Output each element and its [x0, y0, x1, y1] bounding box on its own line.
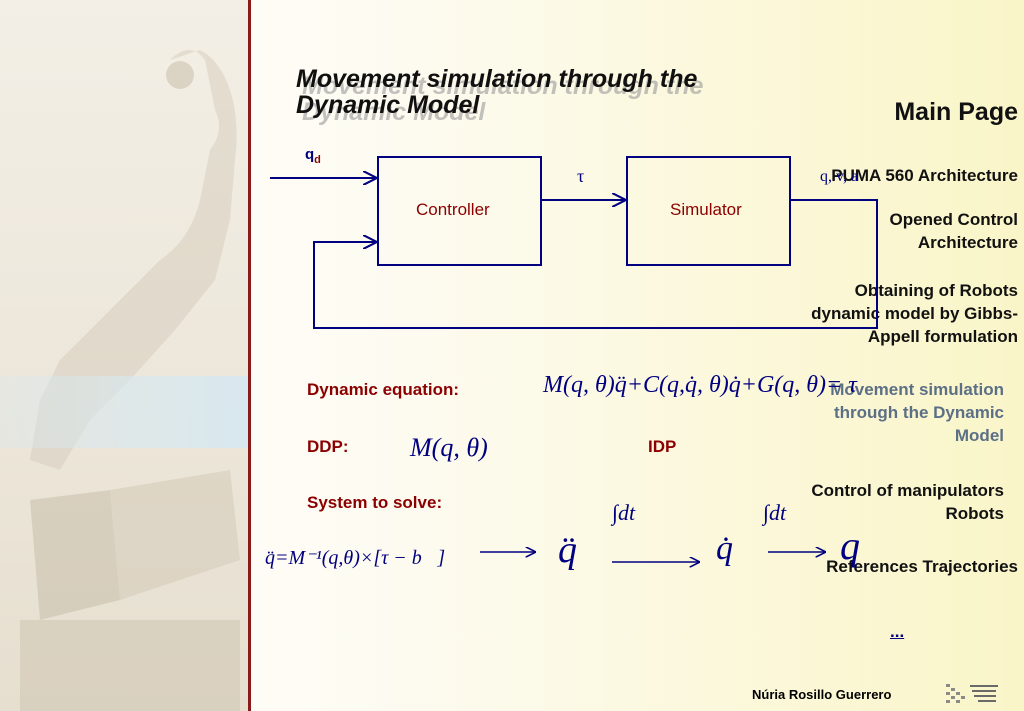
nav-item-label: dynamic model by Gibbs-: [811, 304, 1018, 323]
nav-item-label: Architecture: [917, 233, 1018, 252]
nav-item-puma-architecture[interactable]: PUMA 560 Architecture: [831, 164, 1018, 187]
system-expression: q̈=M⁻¹(q,θ)×[τ − b⃗]: [265, 547, 446, 569]
nav-item-label: References Trajectories: [826, 557, 1018, 576]
q-result: q: [840, 523, 860, 568]
q-dot: q̇: [716, 530, 733, 567]
nav-item-movement-simulation[interactable]: Movement simulation through the Dynamic …: [830, 378, 1004, 447]
slide-title-shadow: Movement simulation through the Dynamic …: [302, 72, 704, 126]
integral-dt-2: ∫dt: [763, 500, 787, 525]
output-label: q, v, a: [820, 168, 859, 185]
author-footer: Núria Rosillo Guerrero: [752, 687, 892, 702]
q-double-dot: q̈: [558, 529, 577, 571]
feedback-loop: [313, 199, 878, 329]
slide-title-line: Dynamic Model: [296, 91, 480, 119]
nav-main-page[interactable]: Main Page: [894, 98, 1018, 126]
sidebar-divider: [248, 0, 251, 711]
nav-item-opened-control[interactable]: Opened Control Architecture: [890, 208, 1018, 254]
nav-item-references-trajectories[interactable]: References Trajectories: [826, 555, 1018, 578]
robot-arm-background-image: [20, 50, 240, 711]
integration-arrows: [480, 540, 826, 570]
ddp-expression: M(q, θ): [410, 433, 488, 462]
nav-item-label: Robots: [945, 504, 1004, 523]
nav-item-label: Opened Control: [889, 210, 1018, 229]
dynamic-equation: M(q, θ)q̈+C(q,q̇, θ)q̇+G(q, θ)= τ: [543, 372, 857, 398]
sidebar: [0, 0, 248, 711]
slide-title-line: Movement simulation through the: [296, 65, 698, 93]
nav-item-label: Control of manipulators: [811, 481, 1004, 500]
block-diagram: [270, 156, 878, 329]
more-link[interactable]: ...: [890, 622, 905, 641]
system-to-solve-label: System to solve:: [307, 493, 443, 512]
nav-item-label: through the Dynamic: [833, 403, 1004, 422]
integral-dt-1: ∫dt: [612, 500, 636, 525]
controller-label: Controller: [416, 200, 490, 219]
idp-label: IDP: [648, 437, 677, 456]
controller-box: [377, 156, 542, 266]
dynamic-equation-label: Dynamic equation:: [307, 380, 460, 399]
nav-item-label: Obtaining of Robots: [854, 281, 1018, 300]
ddp-label: DDP:: [307, 437, 349, 456]
simulator-box: [626, 156, 791, 266]
active-section-highlight: [0, 376, 248, 448]
nav-item-label: Appell formulation: [867, 327, 1018, 346]
simulator-label: Simulator: [670, 200, 742, 219]
nav-item-gibbs-appell[interactable]: Obtaining of Robots dynamic model by Gib…: [811, 279, 1018, 348]
nav-item-label: PUMA 560 Architecture: [831, 166, 1018, 185]
nav-item-label: Model: [954, 426, 1004, 445]
slide-title: Movement simulation through the Dynamic …: [296, 66, 697, 118]
nav-item-label: Movement simulation: [830, 380, 1004, 399]
tau-label: τ: [577, 166, 585, 186]
nav-item-control-manipulators[interactable]: Control of manipulators Robots: [811, 479, 1004, 525]
university-logo-icon: [946, 684, 998, 703]
input-label-qd: qd: [305, 146, 321, 166]
